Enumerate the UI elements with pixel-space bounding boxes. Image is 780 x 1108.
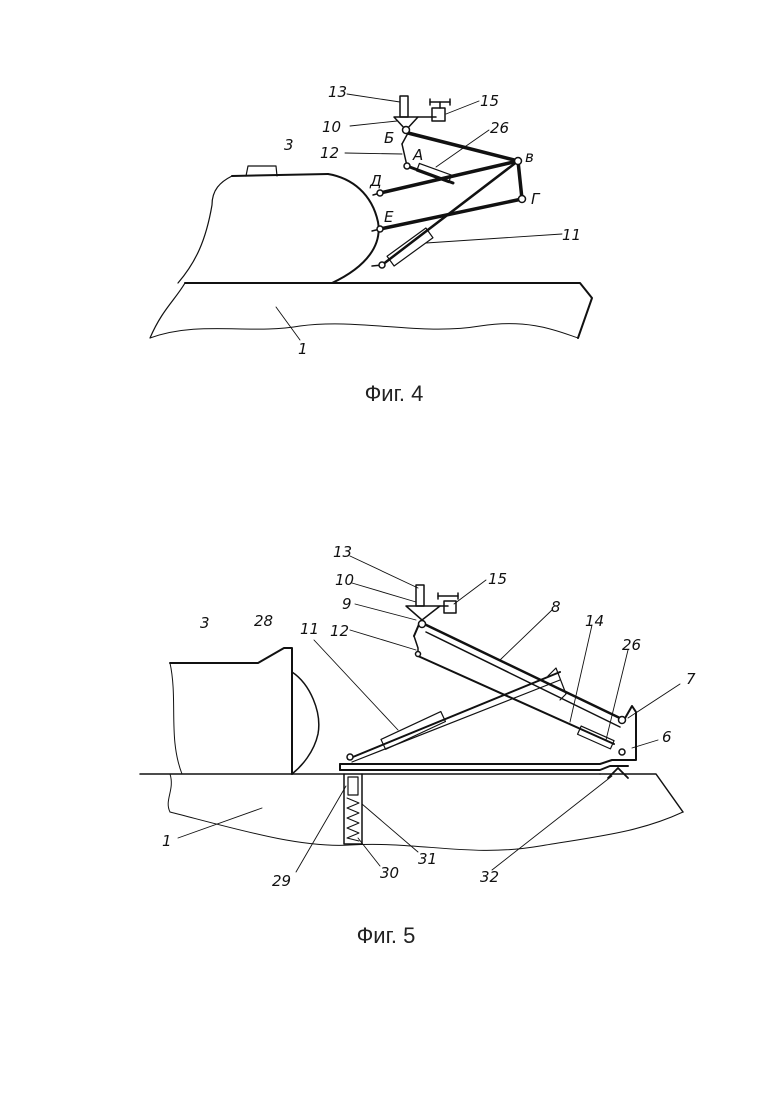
spring-pit-29-30-31	[344, 774, 362, 844]
ground-body-1	[150, 283, 592, 338]
label-13: 13	[333, 543, 352, 561]
label-8: 8	[551, 598, 561, 616]
label-26: 26	[490, 119, 509, 137]
figure-4: 13 15 10 26 Б 12 А в 3 Д Г Е 11 1 Фиг. 4	[150, 83, 592, 406]
label-12: 12	[330, 622, 349, 640]
label-3: 3	[200, 614, 210, 632]
leader-lines-fig5	[178, 556, 680, 872]
label-3: 3	[284, 136, 294, 154]
figure-4-caption: Фиг. 4	[365, 381, 424, 406]
label-G: Г	[531, 190, 541, 208]
lever-linkage	[372, 133, 522, 266]
hydro-cylinder-11	[387, 228, 433, 266]
label-A: А	[412, 146, 423, 164]
figure-5-caption: Фиг. 5	[357, 923, 416, 948]
label-15: 15	[488, 570, 507, 588]
label-7: 7	[686, 670, 696, 688]
label-28: 28	[254, 612, 273, 630]
label-29: 29	[272, 872, 291, 890]
machine-body-3	[178, 166, 379, 283]
label-11: 11	[562, 226, 581, 244]
label-6: 6	[662, 728, 672, 746]
label-1: 1	[162, 832, 172, 850]
label-26: 26	[622, 636, 641, 654]
control-bracket-10-fig5	[406, 585, 458, 620]
label-11: 11	[300, 620, 319, 638]
base-frame	[340, 760, 628, 778]
machine-body-3-fig5	[170, 648, 319, 774]
label-15: 15	[480, 92, 499, 110]
strut-and-cylinder-11	[348, 668, 566, 762]
leader-lines-fig4	[276, 94, 562, 340]
label-10: 10	[335, 571, 354, 589]
label-32: 32	[480, 868, 499, 886]
label-B: Б	[384, 129, 394, 147]
label-D: Д	[369, 172, 382, 190]
boom-8-14	[414, 622, 636, 760]
label-12: 12	[320, 144, 339, 162]
label-30: 30	[380, 864, 399, 882]
label-1: 1	[298, 340, 308, 358]
figure-5: 13 10 15 9 8 3 28 11 14 26 12 7 6 1 29 3…	[140, 543, 696, 948]
label-13: 13	[328, 83, 347, 101]
label-E: Е	[384, 208, 394, 226]
labels-fig4: 13 15 10 26 Б 12 А в 3 Д Г Е 11 1	[284, 83, 581, 358]
label-31: 31	[418, 850, 437, 868]
label-10: 10	[322, 118, 341, 136]
label-V: в	[525, 148, 534, 166]
control-bracket-10	[394, 96, 450, 130]
label-14: 14	[585, 612, 604, 630]
label-9: 9	[342, 595, 352, 613]
ground-body-1-fig5	[140, 774, 683, 850]
